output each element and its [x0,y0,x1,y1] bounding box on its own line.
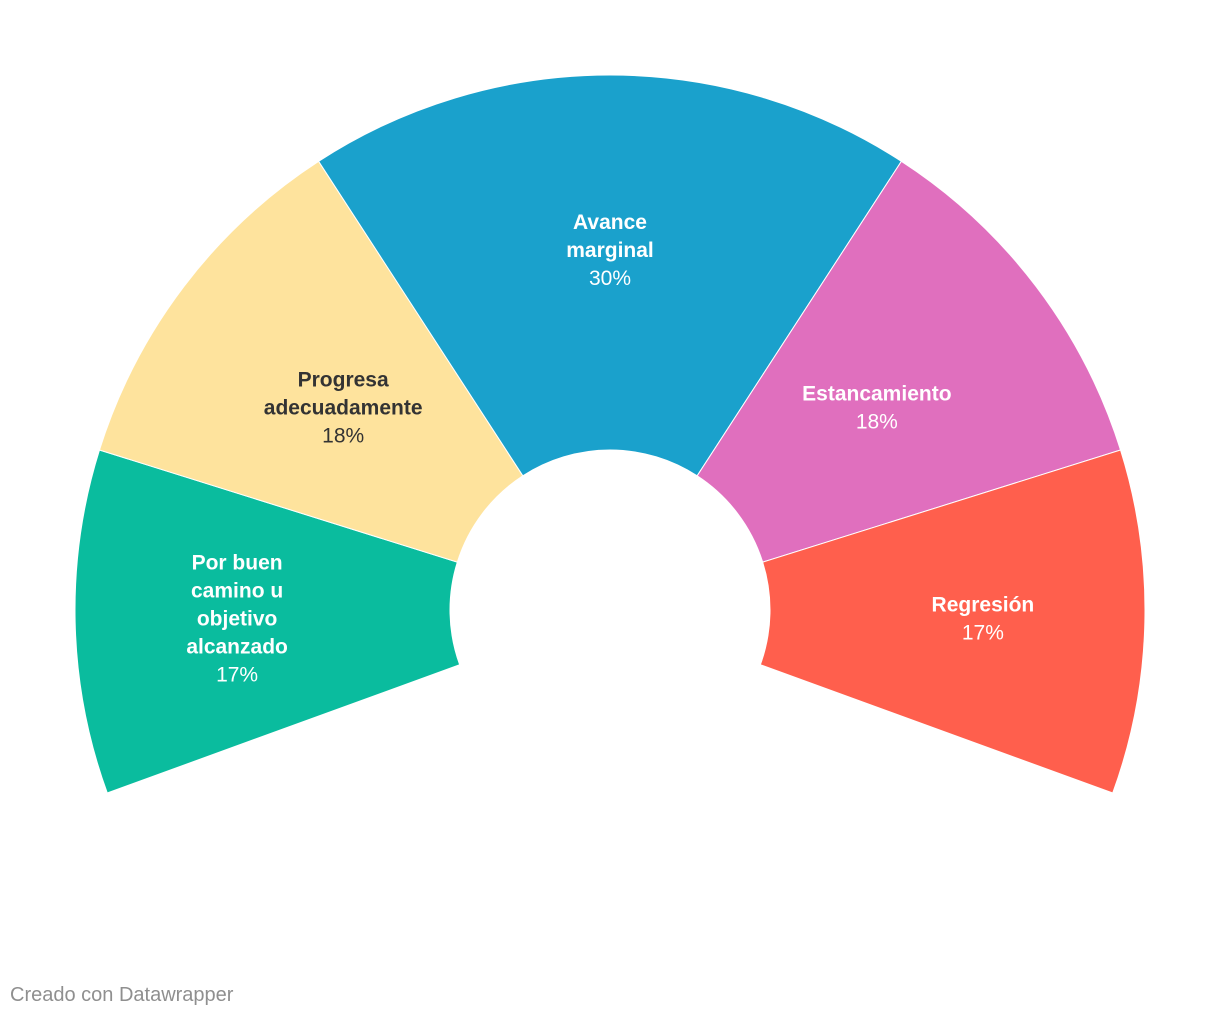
segment-5-value: 17% [962,621,1004,644]
segment-1[interactable] [74,449,461,794]
segment-3-value: 30% [589,267,631,290]
segment-3-name-line: Avance [573,211,647,234]
credit-text[interactable]: Creado con Datawrapper [10,984,234,1006]
segment-4-value: 18% [856,410,898,433]
segment-5[interactable] [759,449,1146,794]
segment-1-name-line: alcanzado [186,635,288,658]
segment-4-label: Estancamiento 18% [802,382,951,433]
segment-1-name-line: Por buen [192,551,283,574]
segment-2-name-line: adecuadamente [264,396,423,419]
segment-3-label: Avance marginal 30% [566,211,654,290]
segment-1-name-line: camino u [191,579,283,602]
segment-1-value: 17% [216,663,258,686]
segment-2-value: 18% [322,424,364,447]
segment-2-name-line: Progresa [298,368,389,391]
segment-1-name-line: objetivo [197,607,278,630]
segment-2-label: Progresa adecuadamente 18% [264,368,423,447]
segment-5-name-line: Regresión [932,593,1035,616]
segment-4[interactable] [696,160,1122,563]
segment-5-label: Regresión 17% [932,593,1035,644]
segment-3-name-line: marginal [566,239,654,262]
segment-3[interactable] [317,74,903,477]
segment-4-name-line: Estancamiento [802,382,951,405]
segment-2[interactable] [98,160,524,563]
segment-1-label: Por buen camino u objetivo alcanzado 17% [186,551,288,686]
